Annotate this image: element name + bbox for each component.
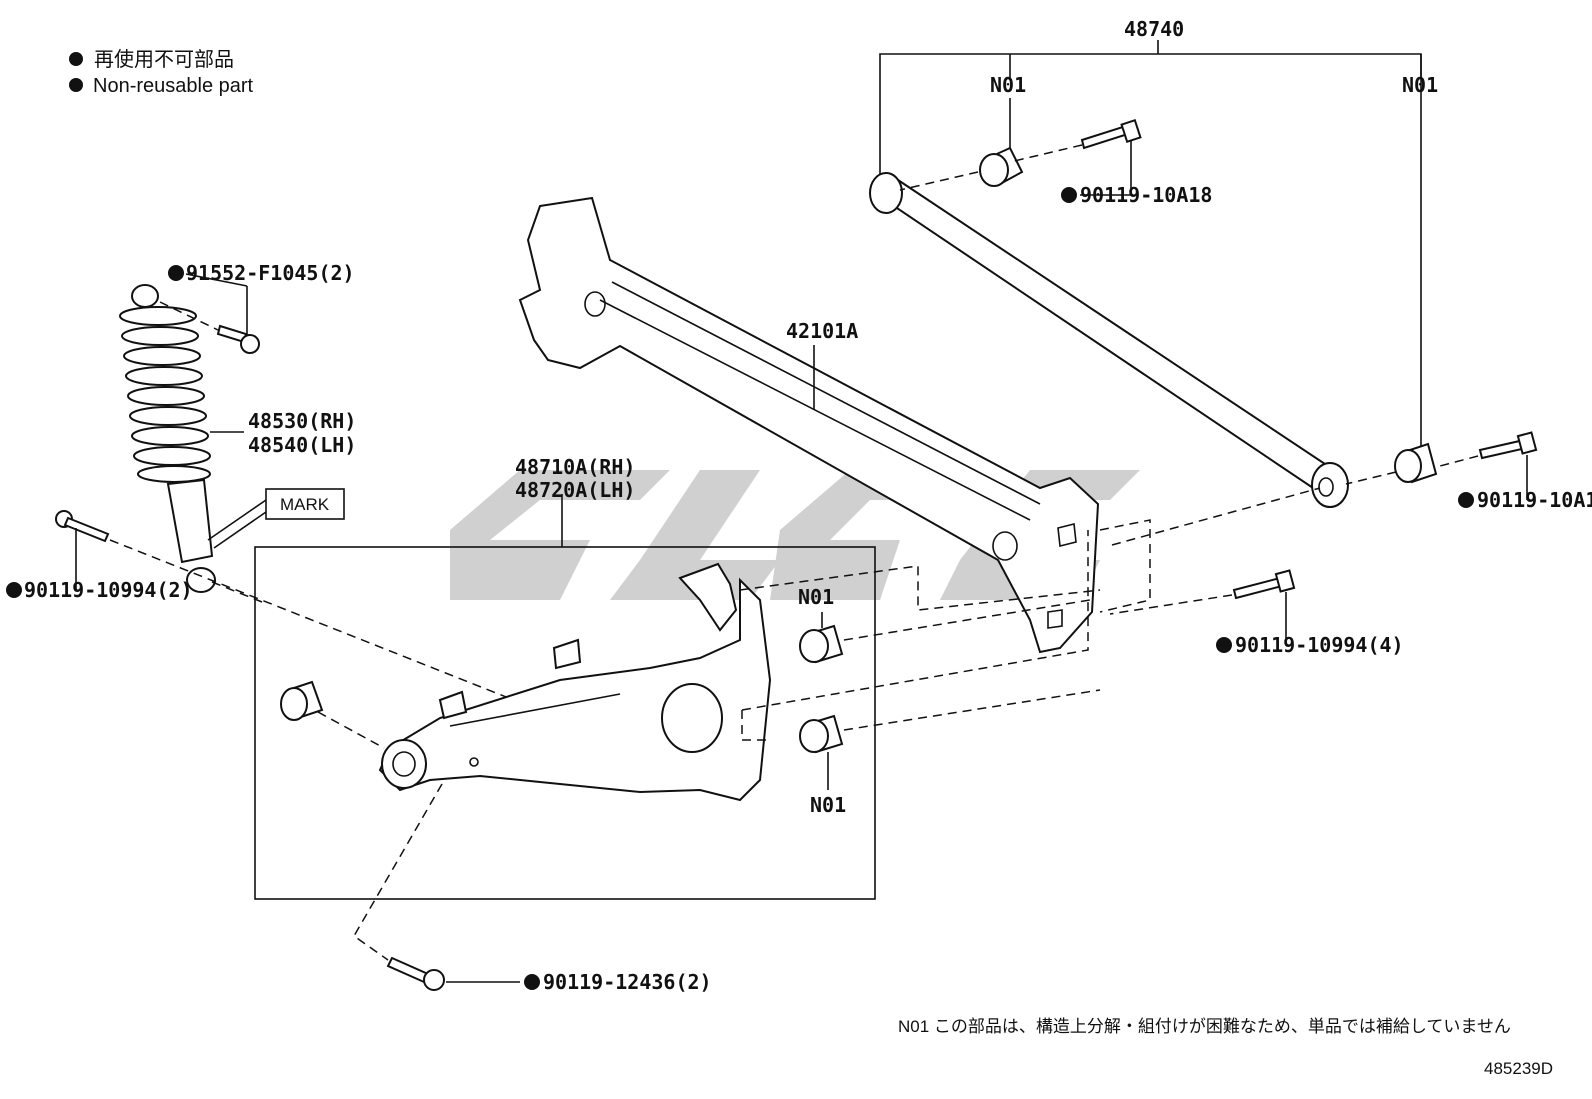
- bolt-90119-12436: 90119-12436(2): [353, 783, 712, 994]
- label-90119-10A18-right: 90119-10A18: [1477, 488, 1592, 512]
- label-48720A: 48720A(LH): [515, 478, 635, 502]
- label-90119-12436: 90119-12436(2): [543, 970, 712, 994]
- label-42101A: 42101A: [786, 319, 858, 343]
- non-reusable-dot-icon: [69, 78, 83, 92]
- legend-english: Non-reusable part: [93, 75, 254, 97]
- label-n01-upper-right: N01: [1402, 73, 1438, 97]
- bushing-trailing-arm-rear: [280, 680, 385, 749]
- rear-axle-beam-42101A: 42101A: [518, 196, 1100, 654]
- label-mark: MARK: [280, 495, 330, 514]
- non-reusable-dot-icon: [168, 265, 184, 281]
- bushing-lower-n01: N01: [799, 714, 846, 817]
- diagram-id: 485239D: [1484, 1059, 1553, 1078]
- bolt-90119-10A18-right: 90119-10A18: [1345, 431, 1592, 512]
- non-reusable-dot-icon: [1216, 637, 1232, 653]
- lateral-control-rod-48740: [869, 172, 1349, 508]
- non-reusable-dot-icon: [69, 52, 83, 66]
- trailing-arm-group: 48710A(RH) 48720A(LH) N01: [254, 455, 876, 900]
- lateral-rod-callouts: 48740 N01 N01: [879, 17, 1438, 455]
- label-90119-10994-4: 90119-10994(4): [1235, 633, 1404, 657]
- label-n01-bushing-lower: N01: [810, 793, 846, 817]
- label-48710A: 48710A(RH): [515, 455, 635, 479]
- non-reusable-dot-icon: [6, 582, 22, 598]
- non-reusable-dot-icon: [1458, 492, 1474, 508]
- trailing-arm: [378, 562, 772, 802]
- footer-note-n01: N01 この部品は、構造上分解・組付けが困難なため、単品では補給していません: [898, 1017, 1511, 1036]
- bolt-90119-10A18-upper: 90119-10A18: [899, 119, 1212, 207]
- bushing-upper-n01: N01: [798, 585, 844, 664]
- bolt-91552-F1045: 91552-F1045(2): [159, 261, 355, 354]
- label-48540: 48540(LH): [248, 433, 356, 457]
- shock-absorber-assembly: 48530(RH) 48540(LH) MARK: [119, 284, 356, 593]
- bushing-upper-left: [979, 146, 1024, 187]
- label-91552-F1045: 91552-F1045(2): [186, 261, 355, 285]
- bolt-90119-10994-right: 90119-10994(4): [1109, 569, 1404, 657]
- non-reusable-dot-icon: [524, 974, 540, 990]
- legend-japanese: 再使用不可部品: [94, 48, 234, 71]
- assembly-guide-lines: [739, 487, 1321, 741]
- coil-spring: [119, 306, 211, 483]
- mark-box: [265, 488, 345, 520]
- label-48740: 48740: [1124, 17, 1184, 41]
- label-90119-10A18-upper: 90119-10A18: [1080, 183, 1212, 207]
- bushing-right: [1394, 442, 1438, 484]
- legend: 再使用不可部品 Non-reusable part: [69, 48, 254, 97]
- non-reusable-dot-icon: [1061, 187, 1077, 203]
- label-n01-bushing-upper: N01: [798, 585, 834, 609]
- label-n01-upper-left: N01: [990, 73, 1026, 97]
- label-48530: 48530(RH): [248, 409, 356, 433]
- label-90119-10994-2: 90119-10994(2): [24, 578, 193, 602]
